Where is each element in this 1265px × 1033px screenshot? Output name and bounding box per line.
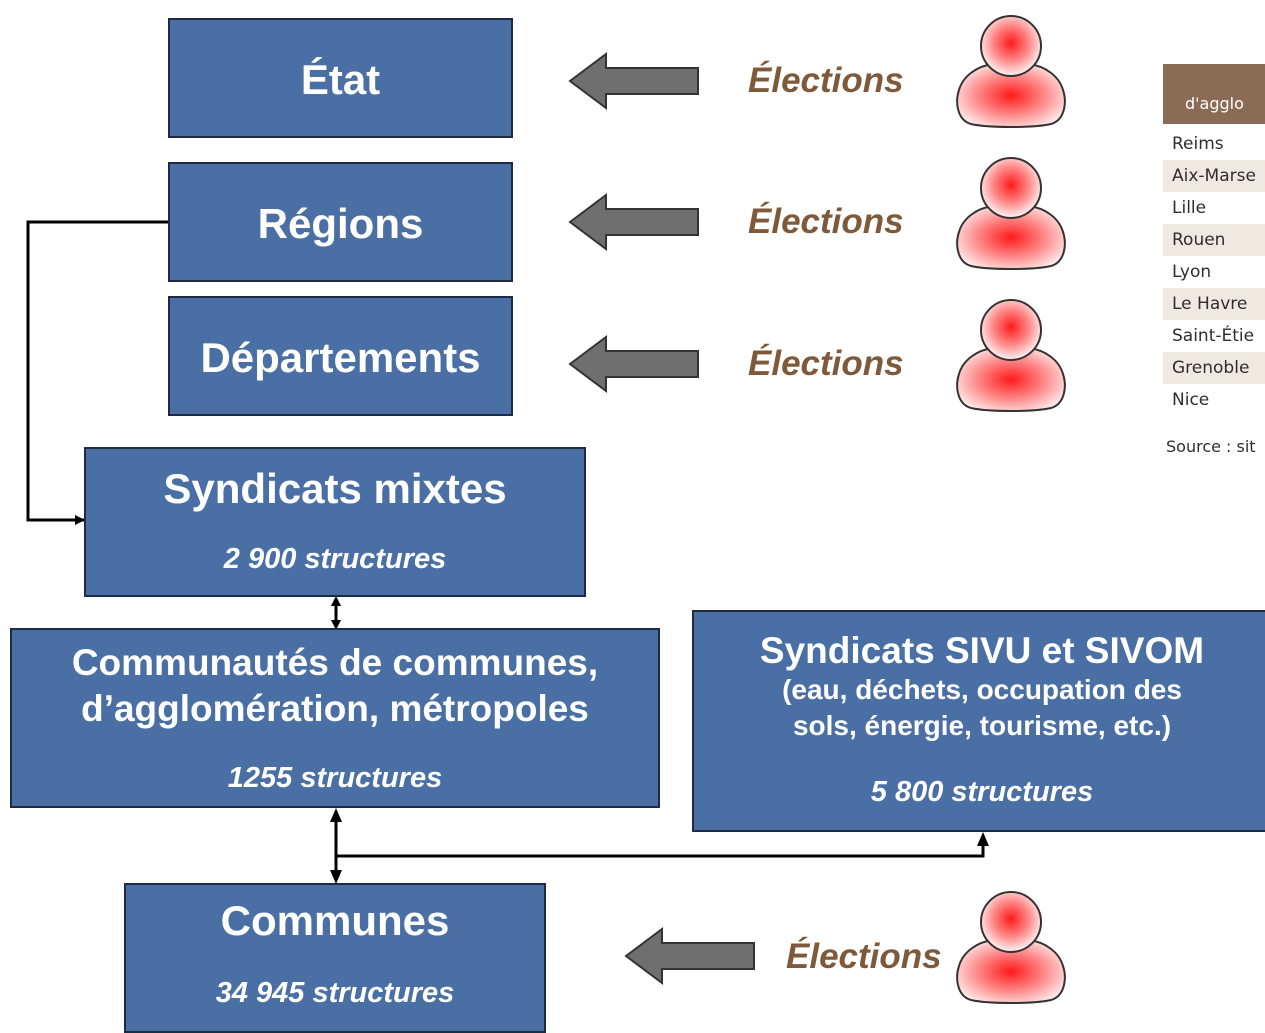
table-cell: Nice (1172, 390, 1210, 410)
communes-to-sivu-connector (336, 842, 985, 858)
table-row: Aix-Marse (1163, 160, 1265, 192)
table-row: Rouen (1163, 224, 1265, 256)
person-icon (953, 12, 1069, 130)
table-cell: Le Havre (1172, 294, 1248, 314)
table-row: Nice (1163, 384, 1265, 416)
communautes-box: Communautés de communes, d’agglomération… (10, 628, 660, 808)
communautes-line1: Communautés de communes, (71, 642, 599, 683)
table-cell: Rouen (1172, 230, 1226, 250)
communes-count: 34 945 structures (215, 977, 455, 1009)
table-header-label: d'agglo (1185, 94, 1244, 113)
departements-label: Départements (200, 334, 481, 381)
sivu-title: Syndicats SIVU et SIVOM (759, 630, 1205, 671)
table-cell: Saint-Étie (1172, 326, 1255, 346)
elections-label-regions: Élections (748, 202, 904, 241)
etat-box: État (168, 18, 513, 138)
regions-label: Régions (257, 200, 424, 247)
syndicats-mixtes-title: Syndicats mixtes (163, 465, 507, 512)
elections-label-etat: Élections (748, 61, 904, 100)
table-header: d'agglo (1163, 64, 1265, 124)
elections-label-departements: Élections (748, 344, 904, 383)
arrow-to-communes (624, 927, 755, 985)
regions-box: Régions (168, 162, 513, 282)
communautes-line2: d’agglomération, métropoles (81, 688, 589, 729)
communes-title: Communes (220, 897, 450, 944)
sivu-desc-line1: (eau, déchets, occupation des (782, 674, 1182, 705)
table-row: Saint-Étie (1163, 320, 1265, 352)
person-icon (953, 296, 1069, 414)
arrow-to-regions (568, 193, 699, 251)
table-row: Lille (1163, 192, 1265, 224)
regions-to-mixtes-connector (26, 220, 168, 525)
elections-label-communes: Élections (786, 937, 942, 976)
table-cell: Lyon (1172, 262, 1212, 282)
table-cell: Aix-Marse (1172, 166, 1256, 186)
table-cell: Lille (1172, 198, 1207, 218)
table-row: Grenoble (1163, 352, 1265, 384)
table-row: Lyon (1163, 256, 1265, 288)
person-icon (953, 888, 1069, 1006)
departements-box: Départements (168, 296, 513, 416)
person-icon (953, 154, 1069, 272)
communautes-count: 1255 structures (227, 762, 443, 794)
table-cell: Grenoble (1172, 358, 1250, 378)
sivu-sivom-box: Syndicats SIVU et SIVOM (eau, déchets, o… (692, 610, 1265, 832)
syndicats-mixtes-count: 2 900 structures (223, 543, 447, 575)
sivu-count: 5 800 structures (870, 776, 1094, 808)
table-cell: Reims (1172, 134, 1224, 154)
cropped-city-table: d'agglo Reims Aix-Marse Lille Rouen Lyon… (1163, 64, 1265, 464)
table-row: Reims (1163, 128, 1265, 160)
arrow-to-departements (568, 335, 699, 393)
syndicats-mixtes-box: Syndicats mixtes 2 900 structures (84, 447, 586, 597)
etat-label: État (300, 56, 381, 103)
arrow-to-etat (568, 52, 699, 110)
sivu-desc-line2: sols, énergie, tourisme, etc.) (792, 710, 1172, 741)
table-source-note: Source : sit (1166, 437, 1256, 456)
table-row: Le Havre (1163, 288, 1265, 320)
